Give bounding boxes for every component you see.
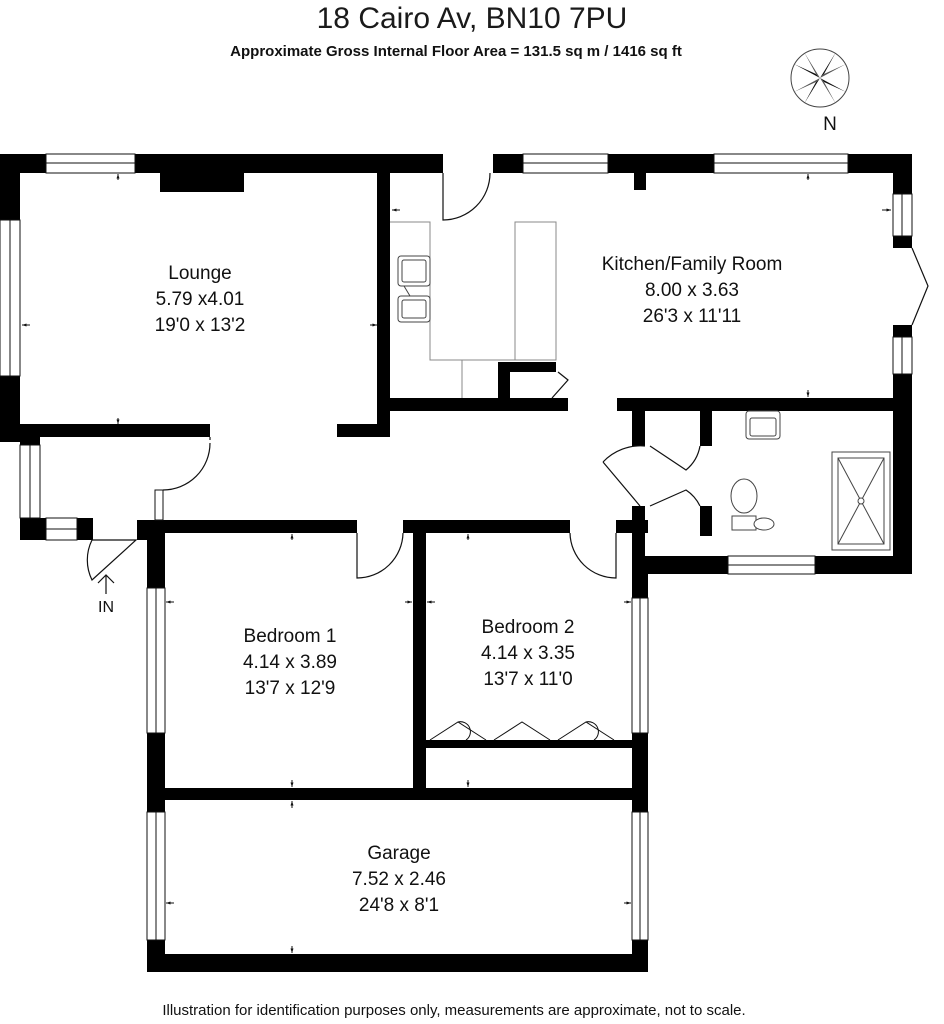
garage-metric: 7.52 x 2.46 bbox=[352, 869, 446, 890]
room-bedroom-2: Bedroom 2 4.14 x 3.35 13'7 x 11'0 bbox=[481, 617, 575, 690]
entrance-label: IN bbox=[98, 599, 114, 616]
floor-plan: N bbox=[0, 48, 929, 972]
walls bbox=[0, 154, 912, 972]
room-bedroom-1: Bedroom 1 4.14 x 3.89 13'7 x 12'9 bbox=[243, 626, 337, 699]
floor-area-subtitle: Approximate Gross Internal Floor Area = … bbox=[230, 43, 682, 60]
bedroom2-metric: 4.14 x 3.35 bbox=[481, 643, 575, 664]
kitchen-name: Kitchen/Family Room bbox=[602, 254, 783, 275]
north-compass-icon bbox=[790, 48, 850, 108]
kitchen-units bbox=[390, 221, 557, 398]
wardrobe-doors bbox=[429, 721, 615, 741]
toilet-icon bbox=[730, 478, 775, 531]
dimension-arrows bbox=[22, 174, 891, 953]
room-garage: Garage 7.52 x 2.46 24'8 x 8'1 bbox=[352, 843, 446, 916]
doors bbox=[86, 172, 929, 581]
kitchen-imperial: 26'3 x 11'11 bbox=[643, 306, 741, 327]
lounge-imperial: 19'0 x 13'2 bbox=[155, 315, 246, 336]
bedroom2-name: Bedroom 2 bbox=[482, 617, 575, 638]
bedroom1-name: Bedroom 1 bbox=[244, 626, 337, 647]
lounge-metric: 5.79 x4.01 bbox=[156, 289, 245, 310]
header: 18 Cairo Av, BN10 7PU Approximate Gross … bbox=[0, 0, 944, 70]
garage-imperial: 24'8 x 8'1 bbox=[359, 895, 439, 916]
sink-icon bbox=[397, 255, 431, 323]
room-kitchen-family: Kitchen/Family Room 8.00 x 3.63 26'3 x 1… bbox=[602, 254, 783, 327]
entrance-arrow-icon bbox=[97, 574, 115, 594]
bedroom1-metric: 4.14 x 3.89 bbox=[243, 652, 337, 673]
garage-name: Garage bbox=[367, 843, 430, 864]
basin-icon bbox=[745, 410, 781, 440]
shower-icon bbox=[831, 451, 891, 551]
kitchen-metric: 8.00 x 3.63 bbox=[645, 280, 739, 301]
lounge-name: Lounge bbox=[168, 263, 231, 284]
bedroom2-imperial: 13'7 x 11'0 bbox=[483, 669, 572, 690]
windows bbox=[0, 153, 913, 941]
bedroom1-imperial: 13'7 x 12'9 bbox=[245, 678, 336, 699]
disclaimer-text: Illustration for identification purposes… bbox=[162, 1002, 746, 1019]
room-lounge: Lounge 5.79 x4.01 19'0 x 13'2 bbox=[155, 263, 246, 336]
compass-label: N bbox=[823, 114, 837, 135]
page-title: 18 Cairo Av, BN10 7PU bbox=[316, 2, 628, 35]
